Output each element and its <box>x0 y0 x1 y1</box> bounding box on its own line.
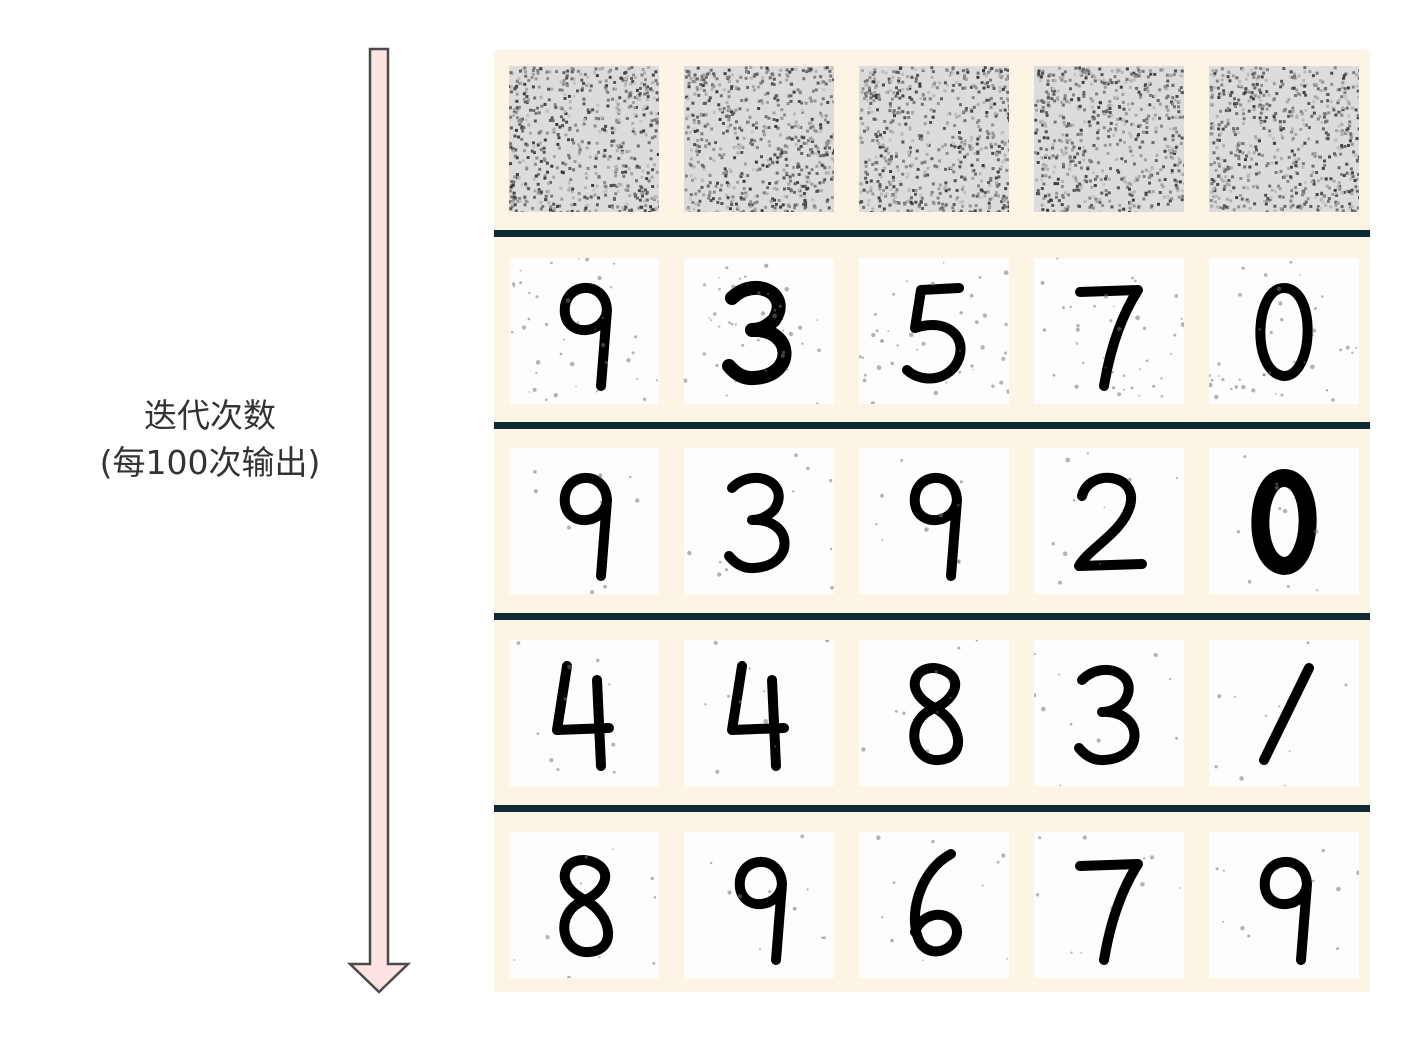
row-separator <box>494 805 1370 812</box>
digit-sample-3 <box>684 258 834 404</box>
digit-sample-7 <box>1034 832 1184 978</box>
axis-label-line2: (每100次输出) <box>99 443 321 482</box>
sample-grid <box>494 50 1370 992</box>
digit-sample-9 <box>509 448 659 594</box>
noise-sample <box>1209 66 1359 212</box>
digit-sample-2 <box>1034 448 1184 594</box>
noise-sample <box>1034 66 1184 212</box>
digit-sample-5 <box>859 258 1009 404</box>
noise-sample <box>509 66 659 212</box>
digit-sample-4 <box>509 640 659 786</box>
row-separator <box>494 230 1370 237</box>
iteration-arrow <box>346 47 412 994</box>
digit-sample-8 <box>509 832 659 978</box>
digit-sample-3 <box>1034 640 1184 786</box>
noise-sample <box>859 66 1009 212</box>
noise-sample <box>684 66 834 212</box>
digit-sample-9 <box>859 448 1009 594</box>
digit-sample-0 <box>1209 258 1359 404</box>
digit-sample-9 <box>1209 832 1359 978</box>
digit-sample-4 <box>684 640 834 786</box>
digit-sample-1 <box>1209 640 1359 786</box>
digit-sample-9 <box>509 258 659 404</box>
axis-label: 迭代次数 (每100次输出) <box>80 392 340 486</box>
axis-label-line1: 迭代次数 <box>144 396 276 435</box>
digit-sample-7 <box>1034 258 1184 404</box>
digit-sample-6 <box>859 832 1009 978</box>
digit-sample-9 <box>684 832 834 978</box>
row-separator <box>494 422 1370 429</box>
row-separator <box>494 613 1370 620</box>
digit-sample-8 <box>859 640 1009 786</box>
digit-sample-3 <box>684 448 834 594</box>
digit-sample-0 <box>1209 448 1359 594</box>
